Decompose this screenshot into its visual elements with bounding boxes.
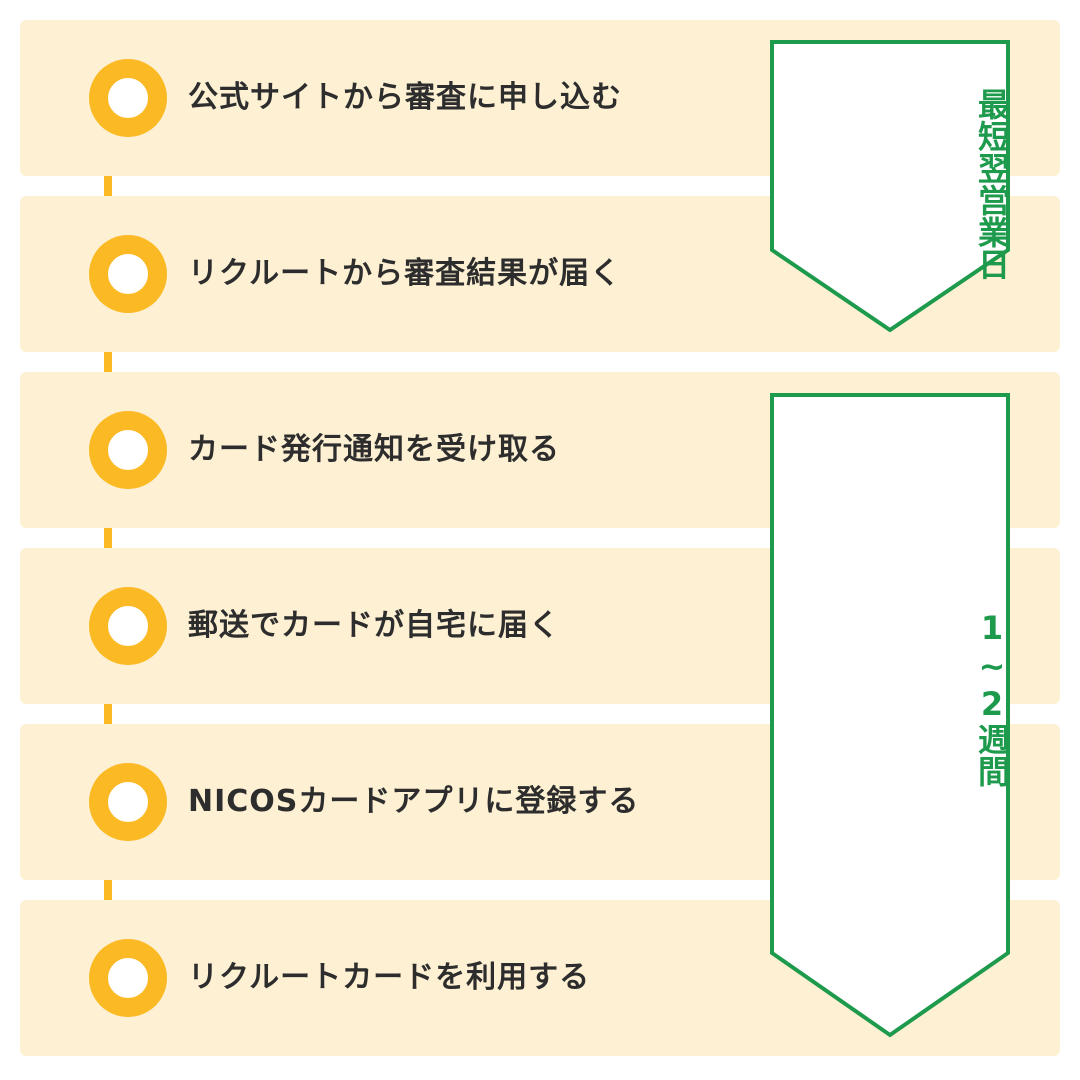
step-marker-icon <box>89 235 167 313</box>
step-label: リクルートから審査結果が届く <box>188 256 622 291</box>
step-label: NICOSカードアプリに登録する <box>188 784 640 819</box>
duration-label: 1~2週間 <box>770 598 1011 798</box>
step-label: カード発行通知を受け取る <box>188 432 560 467</box>
step-marker-icon <box>89 411 167 489</box>
step-connector <box>104 880 112 904</box>
step-connector <box>104 352 112 376</box>
step-marker-icon <box>89 59 167 137</box>
down-arrow-shape <box>770 40 1010 332</box>
duration-arrow-next-business-day: 最短翌営業日 <box>770 40 1011 332</box>
step-connector <box>104 528 112 552</box>
step-marker-icon <box>89 587 167 665</box>
duration-arrow-one-to-two-weeks: 1~2週間 <box>770 393 1011 1038</box>
step-label: 公式サイトから審査に申し込む <box>188 80 622 115</box>
step-label: リクルートカードを利用する <box>188 960 591 995</box>
step-marker-icon <box>89 939 167 1017</box>
down-arrow-shape <box>770 393 1010 1038</box>
step-label: 郵送でカードが自宅に届く <box>188 608 560 643</box>
step-marker-icon <box>89 763 167 841</box>
step-connector <box>104 704 112 728</box>
duration-label-text: 最短翌営業日 <box>973 88 1011 280</box>
step-connector <box>104 176 112 200</box>
duration-label-text: 1~2週間 <box>973 609 1011 787</box>
duration-label: 最短翌営業日 <box>770 74 1011 294</box>
